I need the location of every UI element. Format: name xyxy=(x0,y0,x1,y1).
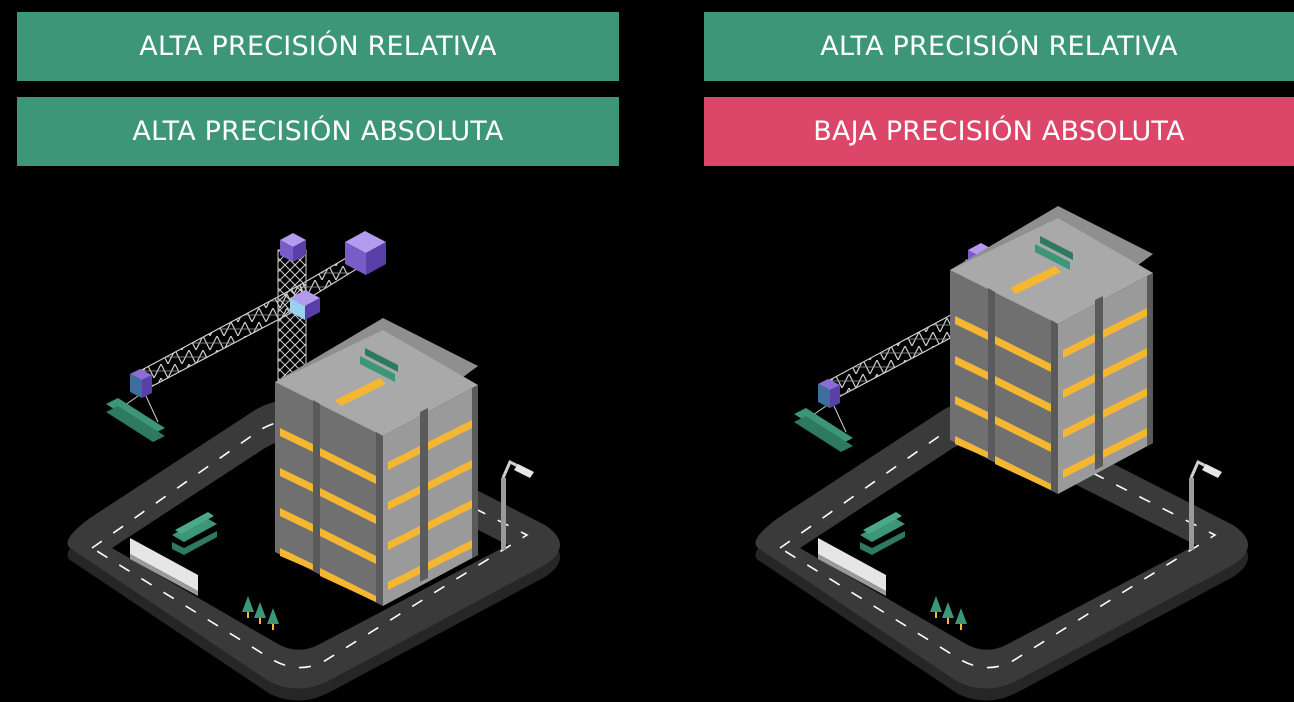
right-relative-precision-banner: ALTA PRECISIÓN RELATIVA xyxy=(704,12,1294,81)
right-construction-scene xyxy=(754,206,1249,702)
left-absolute-precision-banner: ALTA PRECISIÓN ABSOLUTA xyxy=(17,97,619,166)
left-construction-scene xyxy=(66,230,561,702)
left-relative-precision-banner: ALTA PRECISIÓN RELATIVA xyxy=(17,12,619,81)
right-absolute-precision-banner: BAJA PRECISIÓN ABSOLUTA xyxy=(704,97,1294,166)
